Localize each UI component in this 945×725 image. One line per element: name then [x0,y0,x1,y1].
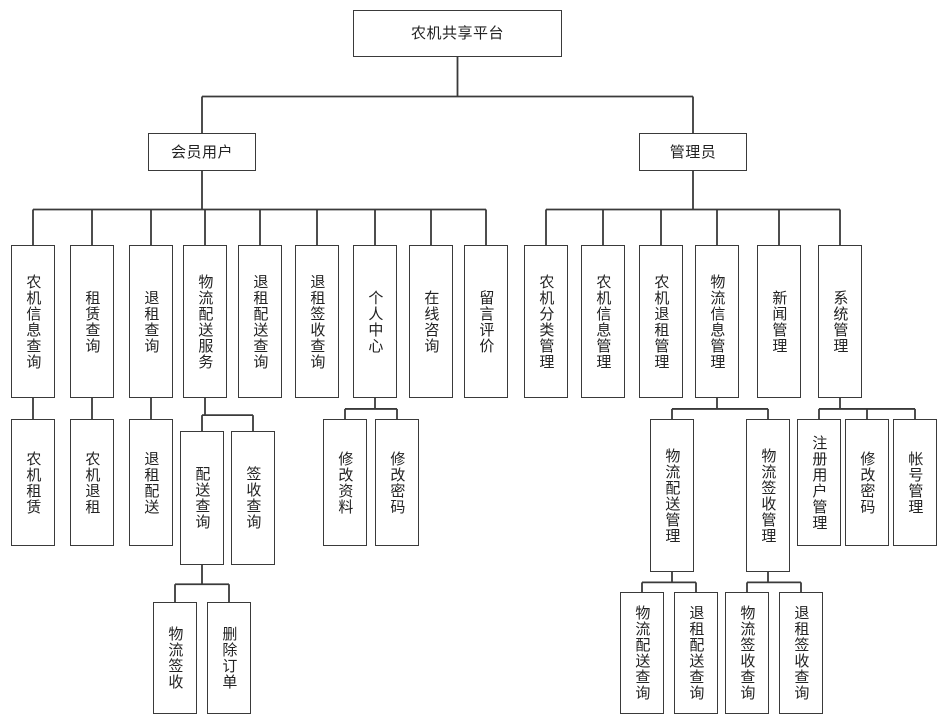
node-m1[interactable]: 农机信息查询 [11,245,55,398]
node-label: 个人中心 [366,289,385,354]
node-label: 租赁查询 [83,289,102,354]
node-label: 在线咨询 [422,289,441,354]
node-a4a2[interactable]: 退租配送查询 [674,592,718,714]
node-label: 物流签收管理 [759,447,778,544]
node-label: 物流配送查询 [633,605,652,701]
node-label: 农机共享平台 [410,24,504,43]
node-m2[interactable]: 租赁查询 [70,245,114,398]
node-m3[interactable]: 退租查询 [129,245,173,398]
node-m4a2[interactable]: 删除订单 [207,602,251,714]
node-label: 物流配送管理 [663,447,682,544]
node-label: 新闻管理 [770,289,789,354]
node-root[interactable]: 农机共享平台 [353,10,562,57]
node-m6[interactable]: 退租签收查询 [295,245,339,398]
node-a5[interactable]: 新闻管理 [757,245,801,398]
node-label: 管理员 [669,142,717,161]
node-label: 修改资料 [336,450,355,515]
node-m7a[interactable]: 修改资料 [323,419,367,546]
node-m4a[interactable]: 配送查询 [180,431,224,565]
node-label: 修改密码 [388,450,407,515]
node-a6[interactable]: 系统管理 [818,245,862,398]
node-a4b[interactable]: 物流签收管理 [746,419,790,572]
node-label: 退租查询 [142,289,161,354]
node-a4a[interactable]: 物流配送管理 [650,419,694,572]
node-a4b1[interactable]: 物流签收查询 [725,592,769,714]
node-label: 留言评价 [477,289,496,354]
node-a2[interactable]: 农机信息管理 [581,245,625,398]
node-a4a1[interactable]: 物流配送查询 [620,592,664,714]
node-label: 农机退租 [83,450,102,515]
node-a6a[interactable]: 注册用户管理 [797,419,841,546]
node-m8[interactable]: 在线咨询 [409,245,453,398]
node-member[interactable]: 会员用户 [148,133,256,171]
node-m5[interactable]: 退租配送查询 [238,245,282,398]
node-label: 农机租赁 [24,450,43,515]
node-m3a[interactable]: 退租配送 [129,419,173,546]
node-admin[interactable]: 管理员 [639,133,747,171]
node-m4[interactable]: 物流配送服务 [183,245,227,398]
node-label: 配送查询 [193,466,212,530]
node-label: 注册用户管理 [810,434,829,531]
node-m9[interactable]: 留言评价 [464,245,508,398]
node-label: 退租签收查询 [308,273,327,370]
node-label: 修改密码 [858,450,877,515]
node-label: 删除订单 [220,626,239,690]
node-label: 物流签收查询 [738,605,757,701]
node-m4b[interactable]: 签收查询 [231,431,275,565]
node-label: 农机退租管理 [652,273,671,370]
node-label: 物流信息管理 [708,273,727,370]
node-label: 退租配送查询 [251,273,270,370]
node-m7b[interactable]: 修改密码 [375,419,419,546]
node-m1a[interactable]: 农机租赁 [11,419,55,546]
node-label: 退租配送查询 [687,605,706,701]
node-label: 帐号管理 [906,450,925,515]
node-m2a[interactable]: 农机退租 [70,419,114,546]
node-a3[interactable]: 农机退租管理 [639,245,683,398]
node-label: 农机信息管理 [594,273,613,370]
node-m7[interactable]: 个人中心 [353,245,397,398]
node-label: 物流配送服务 [196,273,215,370]
node-a4b2[interactable]: 退租签收查询 [779,592,823,714]
node-label: 系统管理 [831,289,850,354]
node-label: 物流签收 [166,626,185,690]
node-label: 农机信息查询 [24,273,43,370]
node-a1[interactable]: 农机分类管理 [524,245,568,398]
node-a4[interactable]: 物流信息管理 [695,245,739,398]
node-label: 退租配送 [142,450,161,515]
node-label: 签收查询 [244,466,263,530]
node-a6b[interactable]: 修改密码 [845,419,889,546]
node-label: 退租签收查询 [792,605,811,701]
node-a6c[interactable]: 帐号管理 [893,419,937,546]
node-m4a1[interactable]: 物流签收 [153,602,197,714]
node-label: 农机分类管理 [537,273,556,370]
node-label: 会员用户 [170,142,233,161]
